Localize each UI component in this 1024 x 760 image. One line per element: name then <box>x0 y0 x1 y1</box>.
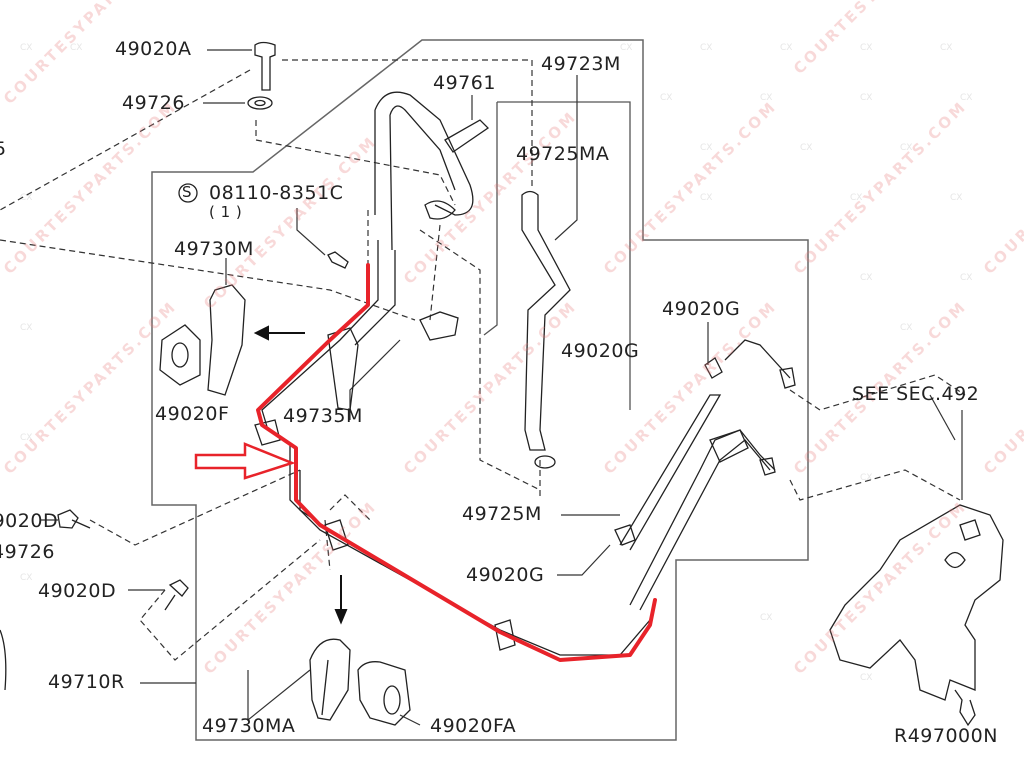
label-49710R[interactable]: 49710R <box>48 671 125 693</box>
svg-text:CX: CX <box>20 573 32 583</box>
svg-text:CX: CX <box>20 43 32 53</box>
svg-text:CX: CX <box>900 323 912 333</box>
reference-code: R497000N <box>894 725 998 747</box>
label-49020F[interactable]: 49020F <box>155 403 230 425</box>
svg-text:CX: CX <box>620 43 632 53</box>
label-see-sec-492[interactable]: SEE SEC.492 <box>852 383 980 405</box>
label-49723M[interactable]: 49723M <box>541 53 621 75</box>
svg-text:CX: CX <box>20 193 32 203</box>
dashed-leaders <box>0 59 966 661</box>
label-49761[interactable]: 49761 <box>433 72 496 94</box>
svg-text:CX: CX <box>860 273 872 283</box>
svg-text:CX: CX <box>700 193 712 203</box>
callout-arrow-icon <box>194 442 296 480</box>
standard-part-prefix: S <box>182 183 193 201</box>
bolt-49020A <box>254 41 276 91</box>
label-49020G-low[interactable]: 49020G <box>466 564 545 586</box>
label-49020D-top[interactable]: 49020D <box>0 510 59 532</box>
label-49730MA[interactable]: 49730MA <box>202 715 296 737</box>
label-49020D[interactable]: 49020D <box>38 580 117 602</box>
svg-text:CX: CX <box>850 193 862 203</box>
label-49725MA[interactable]: 49725MA <box>516 143 610 165</box>
svg-text:CX: CX <box>960 273 972 283</box>
group-boundary <box>151 39 809 741</box>
svg-text:CX: CX <box>950 193 962 203</box>
svg-text:CX: CX <box>800 143 812 153</box>
label-49726-top[interactable]: 49726 <box>122 92 185 114</box>
svg-text:CX: CX <box>860 673 872 683</box>
svg-text:CX: CX <box>760 93 772 103</box>
hose-box-left <box>483 102 498 336</box>
label-49020G-mid[interactable]: 49020G <box>561 340 640 362</box>
label-49735M[interactable]: 49735M <box>283 405 363 427</box>
svg-text:CX: CX <box>20 433 32 443</box>
svg-text:CX: CX <box>940 43 952 53</box>
svg-text:CX: CX <box>900 143 912 153</box>
solid-leaders <box>40 49 963 726</box>
label-08110-8351C[interactable]: 08110-8351C <box>209 182 344 204</box>
svg-text:CX: CX <box>860 93 872 103</box>
svg-text:CX: CX <box>700 143 712 153</box>
label-49020G-right[interactable]: 49020G <box>662 298 741 320</box>
svg-text:CX: CX <box>20 323 32 333</box>
label-49020FA[interactable]: 49020FA <box>430 715 517 737</box>
grommet-49020FA <box>357 661 411 726</box>
hose-49725MA <box>521 190 571 451</box>
svg-text:CX: CX <box>860 43 872 53</box>
steering-gear-box <box>829 504 1004 701</box>
bracket-49730MA <box>309 638 351 721</box>
svg-text:CX: CX <box>760 613 772 623</box>
label-49725M[interactable]: 49725M <box>462 503 542 525</box>
hose-49761 <box>374 91 474 251</box>
bracket-49730M <box>207 284 246 396</box>
svg-text:CX: CX <box>860 473 872 483</box>
svg-text:CX: CX <box>660 93 672 103</box>
label-08110-qty: ( 1 ) <box>209 203 243 221</box>
label-edge-fragment: 5 <box>0 138 7 160</box>
svg-text:CX: CX <box>70 43 82 53</box>
hose-box <box>497 101 631 410</box>
highlighted-pressure-line[interactable] <box>256 263 657 662</box>
direction-arrows <box>253 325 348 625</box>
grommet-49020F <box>159 324 201 386</box>
standard-part-marker <box>178 183 198 203</box>
svg-text:CX: CX <box>700 43 712 53</box>
svg-text:CX: CX <box>960 93 972 103</box>
svg-text:CX: CX <box>780 43 792 53</box>
label-49726-left[interactable]: 49726 <box>0 541 55 563</box>
label-49730M[interactable]: 49730M <box>174 238 254 260</box>
label-49020A[interactable]: 49020A <box>115 38 192 60</box>
parts-illustrations <box>0 41 1004 727</box>
